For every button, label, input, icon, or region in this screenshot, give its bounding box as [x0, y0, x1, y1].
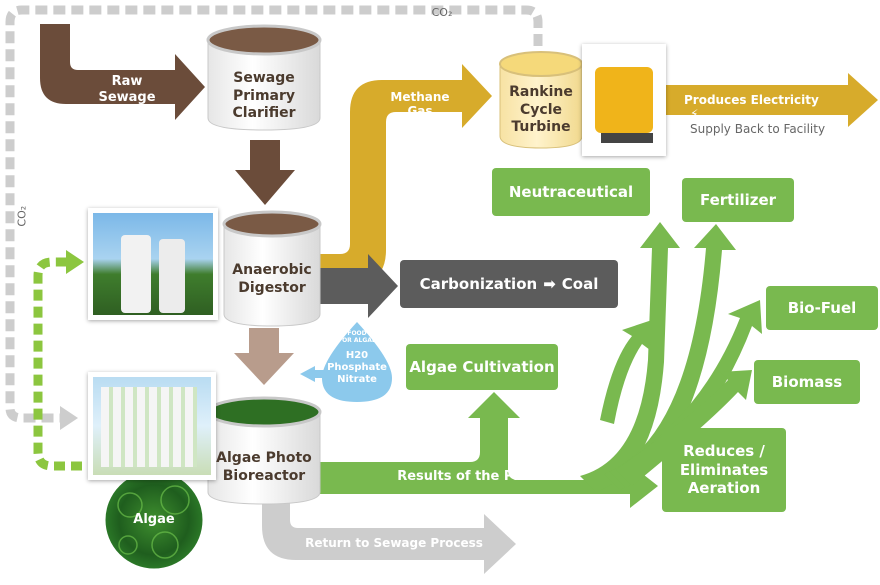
electricity-arrow	[666, 73, 878, 127]
anaerobic-digestor-label: Anaerobic Digestor	[232, 262, 312, 296]
co2-loop-arrowhead	[60, 406, 78, 430]
nutrient-arrow	[300, 366, 324, 382]
green-loop-dashed	[33, 257, 82, 471]
green-loop-arrowhead	[66, 250, 84, 274]
nutrients-label: H20 Phosphate Nitrate	[327, 350, 387, 385]
branch-fertilizer	[604, 224, 736, 490]
branch-neutraceutical	[580, 222, 680, 492]
digestor-photo	[88, 208, 218, 320]
fertilizer-box: Fertilizer	[682, 178, 794, 222]
supply-back-label: Supply Back to Facility	[690, 122, 826, 136]
rankine-turbine-tank	[499, 51, 583, 149]
methane-arrow	[318, 64, 492, 284]
co2-left-label: CO₂	[15, 205, 29, 227]
clarifier-to-digestor-arrow	[235, 140, 295, 205]
methane-gas-label: Methane Gas	[390, 90, 450, 119]
bio-fuel-box: Bio-Fuel	[766, 286, 878, 330]
raw-sewage-arrow	[40, 24, 205, 120]
algae-cultivation-box: Algae Cultivation	[406, 344, 558, 390]
rankine-turbine-label: Rankine Cycle Turbine	[509, 84, 573, 135]
bioreactor-photo	[88, 372, 216, 480]
neutraceutical-box: Neutraceutical	[492, 168, 650, 216]
reduces-aeration-box: Reduces / Eliminates Aeration	[662, 428, 786, 512]
co2-top-label: CO₂	[431, 6, 453, 19]
produces-electricity-label: Produces Electricity ⚡	[684, 93, 819, 122]
biomass-box: Biomass	[754, 360, 860, 404]
branch-small-left	[600, 320, 652, 424]
turbine-photo	[582, 44, 666, 156]
digestor-to-bioreactor-arrow	[234, 328, 294, 385]
algae-bioreactor-label: Algae Photo Bioreactor	[216, 450, 312, 484]
sewage-clarifier-label: Sewage Primary Clarifier	[232, 70, 296, 121]
raw-sewage-label: Raw Sewage	[98, 74, 156, 105]
food-for-algae-label: FOOD FOR ALGAE	[337, 330, 377, 345]
co2-loop-dashed	[5, 5, 543, 423]
carbonization-box: Carbonization ➡ Coal	[400, 260, 618, 308]
anaerobic-digestor-tank	[222, 210, 322, 327]
algae-bioreactor-tank	[206, 396, 322, 505]
sewage-clarifier-tank	[206, 24, 322, 131]
return-label: Return to Sewage Process	[305, 536, 483, 550]
right-arrow-icon: ➡	[543, 274, 556, 293]
carbonization-arrow	[318, 254, 398, 318]
lightning-icon: ⚡	[690, 107, 699, 122]
results-main-arrow	[318, 392, 658, 508]
water-drop	[322, 322, 392, 402]
results-label: Results of the Process	[397, 469, 561, 484]
return-arrow	[262, 500, 516, 574]
algae-label: Algae	[133, 512, 175, 527]
